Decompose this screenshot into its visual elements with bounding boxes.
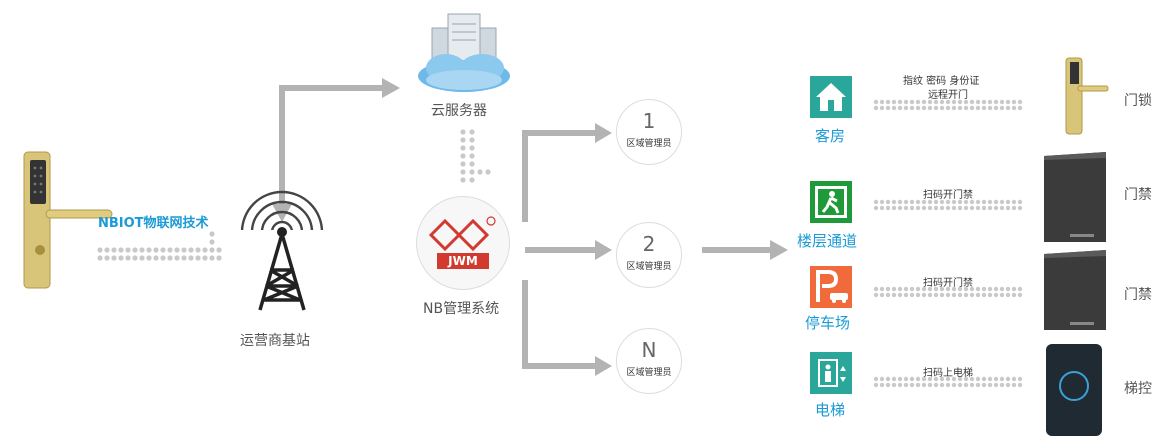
elevator-reader-image <box>1046 344 1102 436</box>
region-node-number: N <box>641 338 657 362</box>
region-node-1: 1 区域管理员 <box>616 99 682 165</box>
elevator-method: 扫码上电梯 <box>923 368 973 379</box>
region-node-n: N 区域管理员 <box>616 328 682 394</box>
base-station-icon <box>236 190 328 320</box>
guest-room-icon <box>810 76 852 118</box>
floor-passage-icon <box>810 181 852 223</box>
logo-text: JWM <box>448 254 478 268</box>
elevator-icon <box>810 352 852 394</box>
nb-system-label: NB管理系统 <box>423 301 500 317</box>
elevator-reader-label: 梯控 <box>1124 381 1152 397</box>
base-station-label: 运营商基站 <box>240 333 310 349</box>
nb-system-logo: JWM <box>416 196 510 290</box>
parking-icon <box>810 266 852 308</box>
region-node-number: 1 <box>642 109 656 133</box>
guest-room-label: 客房 <box>815 127 846 145</box>
parking-label: 停车场 <box>805 314 851 332</box>
parking-reader-image <box>1044 250 1106 330</box>
region-node-number: 2 <box>642 232 656 256</box>
room-lock-image <box>1065 57 1109 135</box>
access-reader-label: 门禁 <box>1124 187 1152 203</box>
elevator-label: 电梯 <box>815 401 846 419</box>
region-node-2: 2 区域管理员 <box>616 222 682 288</box>
region-node-caption: 区域管理员 <box>626 139 672 149</box>
nbiot-label: NBIOT物联网技术 <box>98 216 209 231</box>
region-node-caption: 区域管理员 <box>626 262 672 272</box>
access-reader-image <box>1044 152 1106 242</box>
door-lock-image <box>23 151 113 289</box>
region-node-caption: 区域管理员 <box>626 368 672 378</box>
parking-method: 扫码开门禁 <box>923 278 973 289</box>
parking-reader-label: 门禁 <box>1124 287 1152 303</box>
floor-passage-label: 楼层通道 <box>797 232 858 250</box>
cloud-server-label: 云服务器 <box>431 103 487 119</box>
guest-room-method-2: 远程开门 <box>928 90 968 101</box>
floor-passage-method: 扫码开门禁 <box>923 190 973 201</box>
jwm-logo-mark <box>428 216 496 269</box>
guest-room-method-1: 指纹 密码 身份证 <box>903 76 980 87</box>
room-lock-label: 门锁 <box>1124 93 1152 109</box>
cloud-server-icon <box>418 13 510 92</box>
